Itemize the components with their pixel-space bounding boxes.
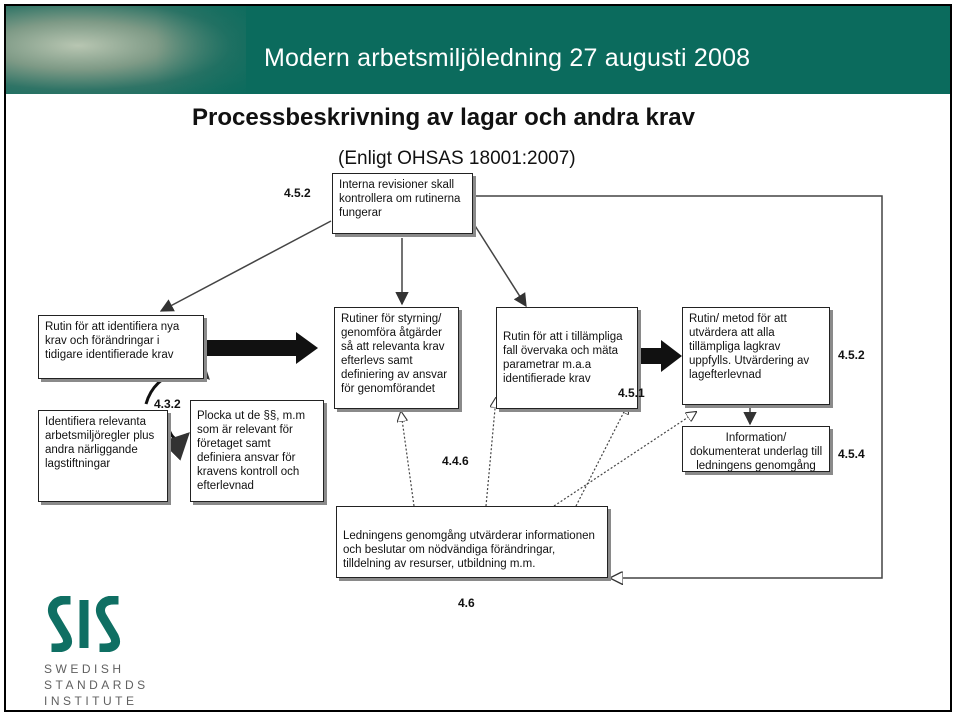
dashed-arrow-3 [576,404,628,506]
label-4-4-6: 4.4.6 [442,454,469,468]
label-4-5-2: 4.5.2 [838,348,865,362]
label-4-6: 4.6 [458,596,475,610]
box-routine-monitor: Rutin för att i tillämpliga fall övervak… [496,307,638,409]
label-4-3-2: 4.3.2 [154,397,181,411]
box-plocka: Plocka ut de §§, m.m som är relevant för… [190,400,324,502]
curve-arrow-down [166,418,188,439]
box-identify-relevant: Identifiera relevanta arbetsmiljöregler … [38,410,168,502]
sis-logo-mark [44,596,124,652]
label-4-5-5: 4.5.2 [284,186,311,200]
dashed-arrow-1 [401,412,414,506]
dashed-arrow-2 [486,398,496,506]
label-4-5-1: 4.5.1 [618,386,645,400]
logo-line-1: SWEDISH [44,661,149,677]
dashed-arrow-4 [554,412,696,506]
arrow-audit-to-routine-identify [161,221,331,311]
logo-line-2: STANDARDS [44,677,149,693]
box-internal-audit: Interna revisioner skall kontrollera om … [332,173,473,234]
thick-arrow-1 [206,332,318,364]
sis-logo: SWEDISH STANDARDS INSTITUTE [44,596,149,709]
label-4-5-4: 4.5.4 [838,447,865,461]
box-routine-identify: Rutin för att identifiera nya krav och f… [38,315,204,379]
thick-arrow-2 [641,340,682,372]
box-routines-control: Rutiner för styrning/ genomföra åtgärder… [334,307,459,409]
arrow-audit-to-monitor [472,221,526,306]
box-routine-method: Rutin/ metod för att utvärdera att alla … [682,307,830,405]
box-information: Information/ dokumenterat underlag till … [682,426,830,472]
box-management-review: Ledningens genomgång utvärderar informat… [336,506,608,578]
logo-line-3: INSTITUTE [44,693,149,709]
slide: Modern arbetsmiljöledning 27 augusti 200… [4,4,952,712]
